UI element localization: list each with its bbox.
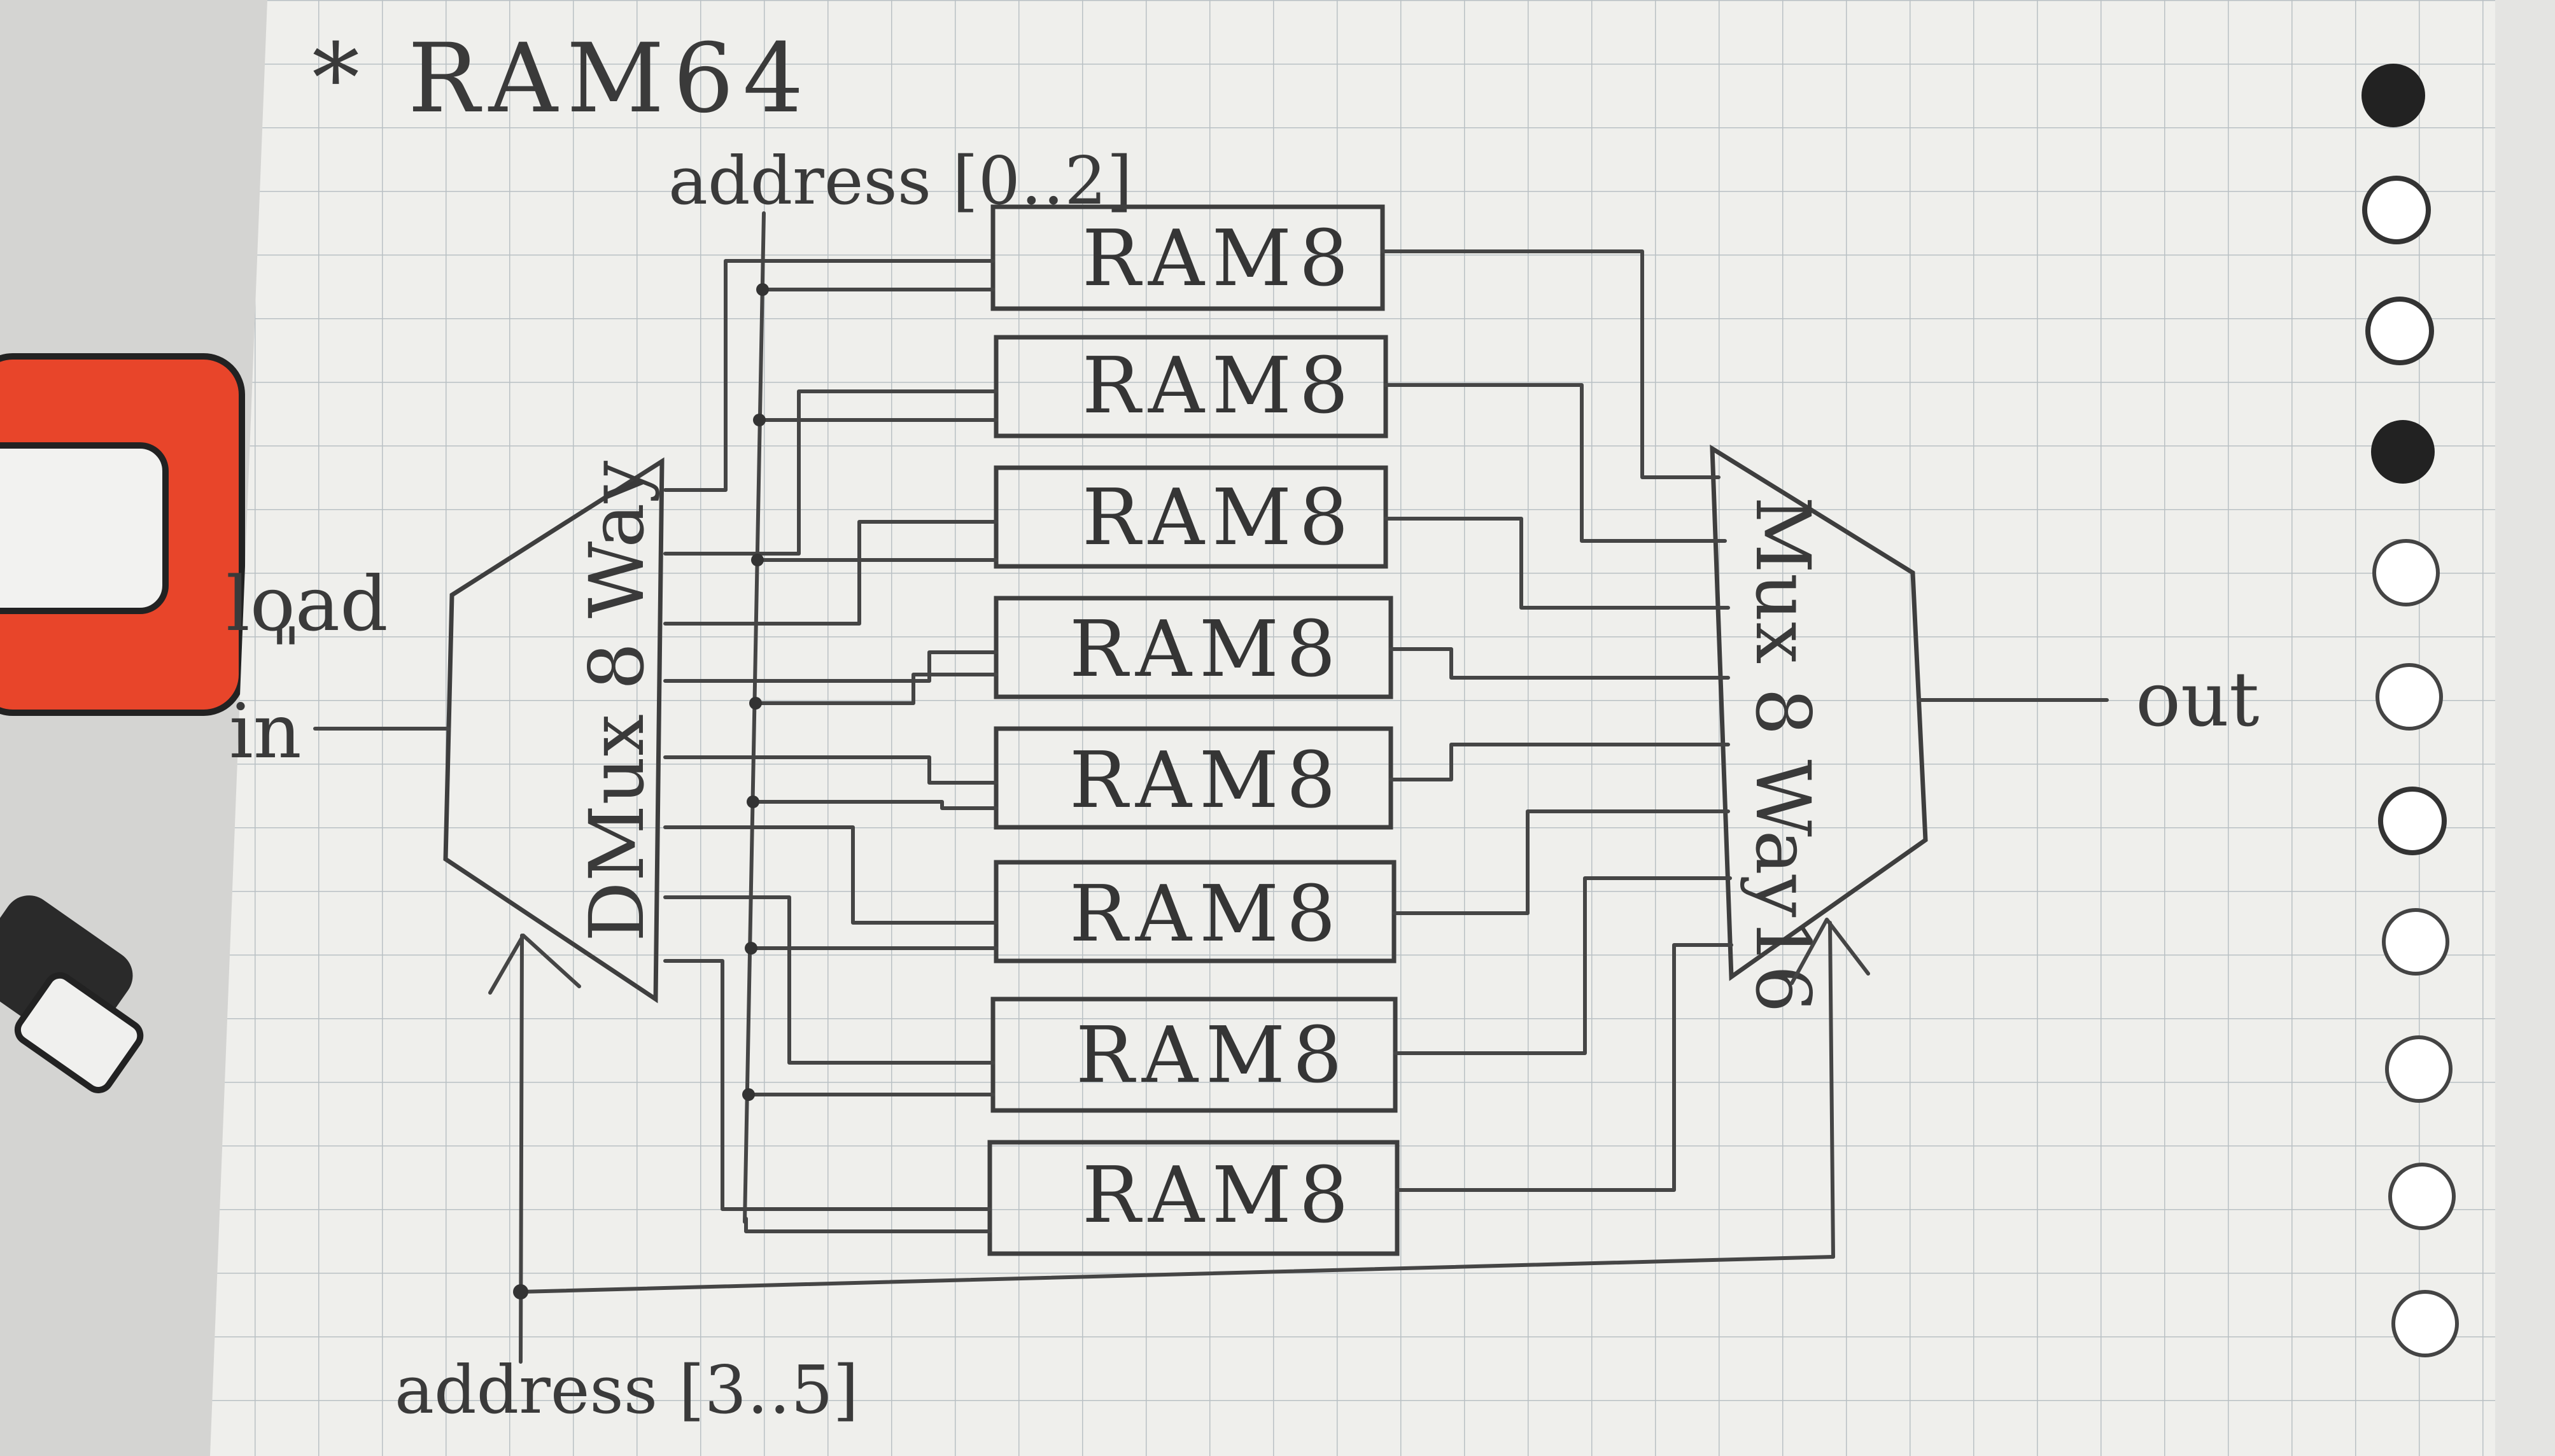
ram8-label: RAM8 [1069,869,1344,959]
binder-tab-orange [0,356,242,713]
diagram-title: * RAM64 [312,24,812,134]
ditto-mark: " [271,613,301,690]
ram8-label: RAM8 [1082,340,1356,431]
ram8-label: RAM8 [1069,604,1344,694]
address-high-label: address [3‥5] [395,1351,859,1429]
in-label: in [229,687,302,775]
ram8-label: RAM8 [1082,1150,1356,1240]
ram8-label: RAM8 [1082,472,1356,563]
ram8-label: RAM8 [1076,1010,1350,1100]
out-label: out [2136,655,2259,743]
mux-label: Mux 8 Way16 [1739,496,1827,1013]
ram8-label: RAM8 [1069,735,1344,825]
load-label: load [226,560,388,648]
ram8-label: RAM8 [1082,213,1356,304]
dmux-label: DMux 8 Way [573,461,661,942]
